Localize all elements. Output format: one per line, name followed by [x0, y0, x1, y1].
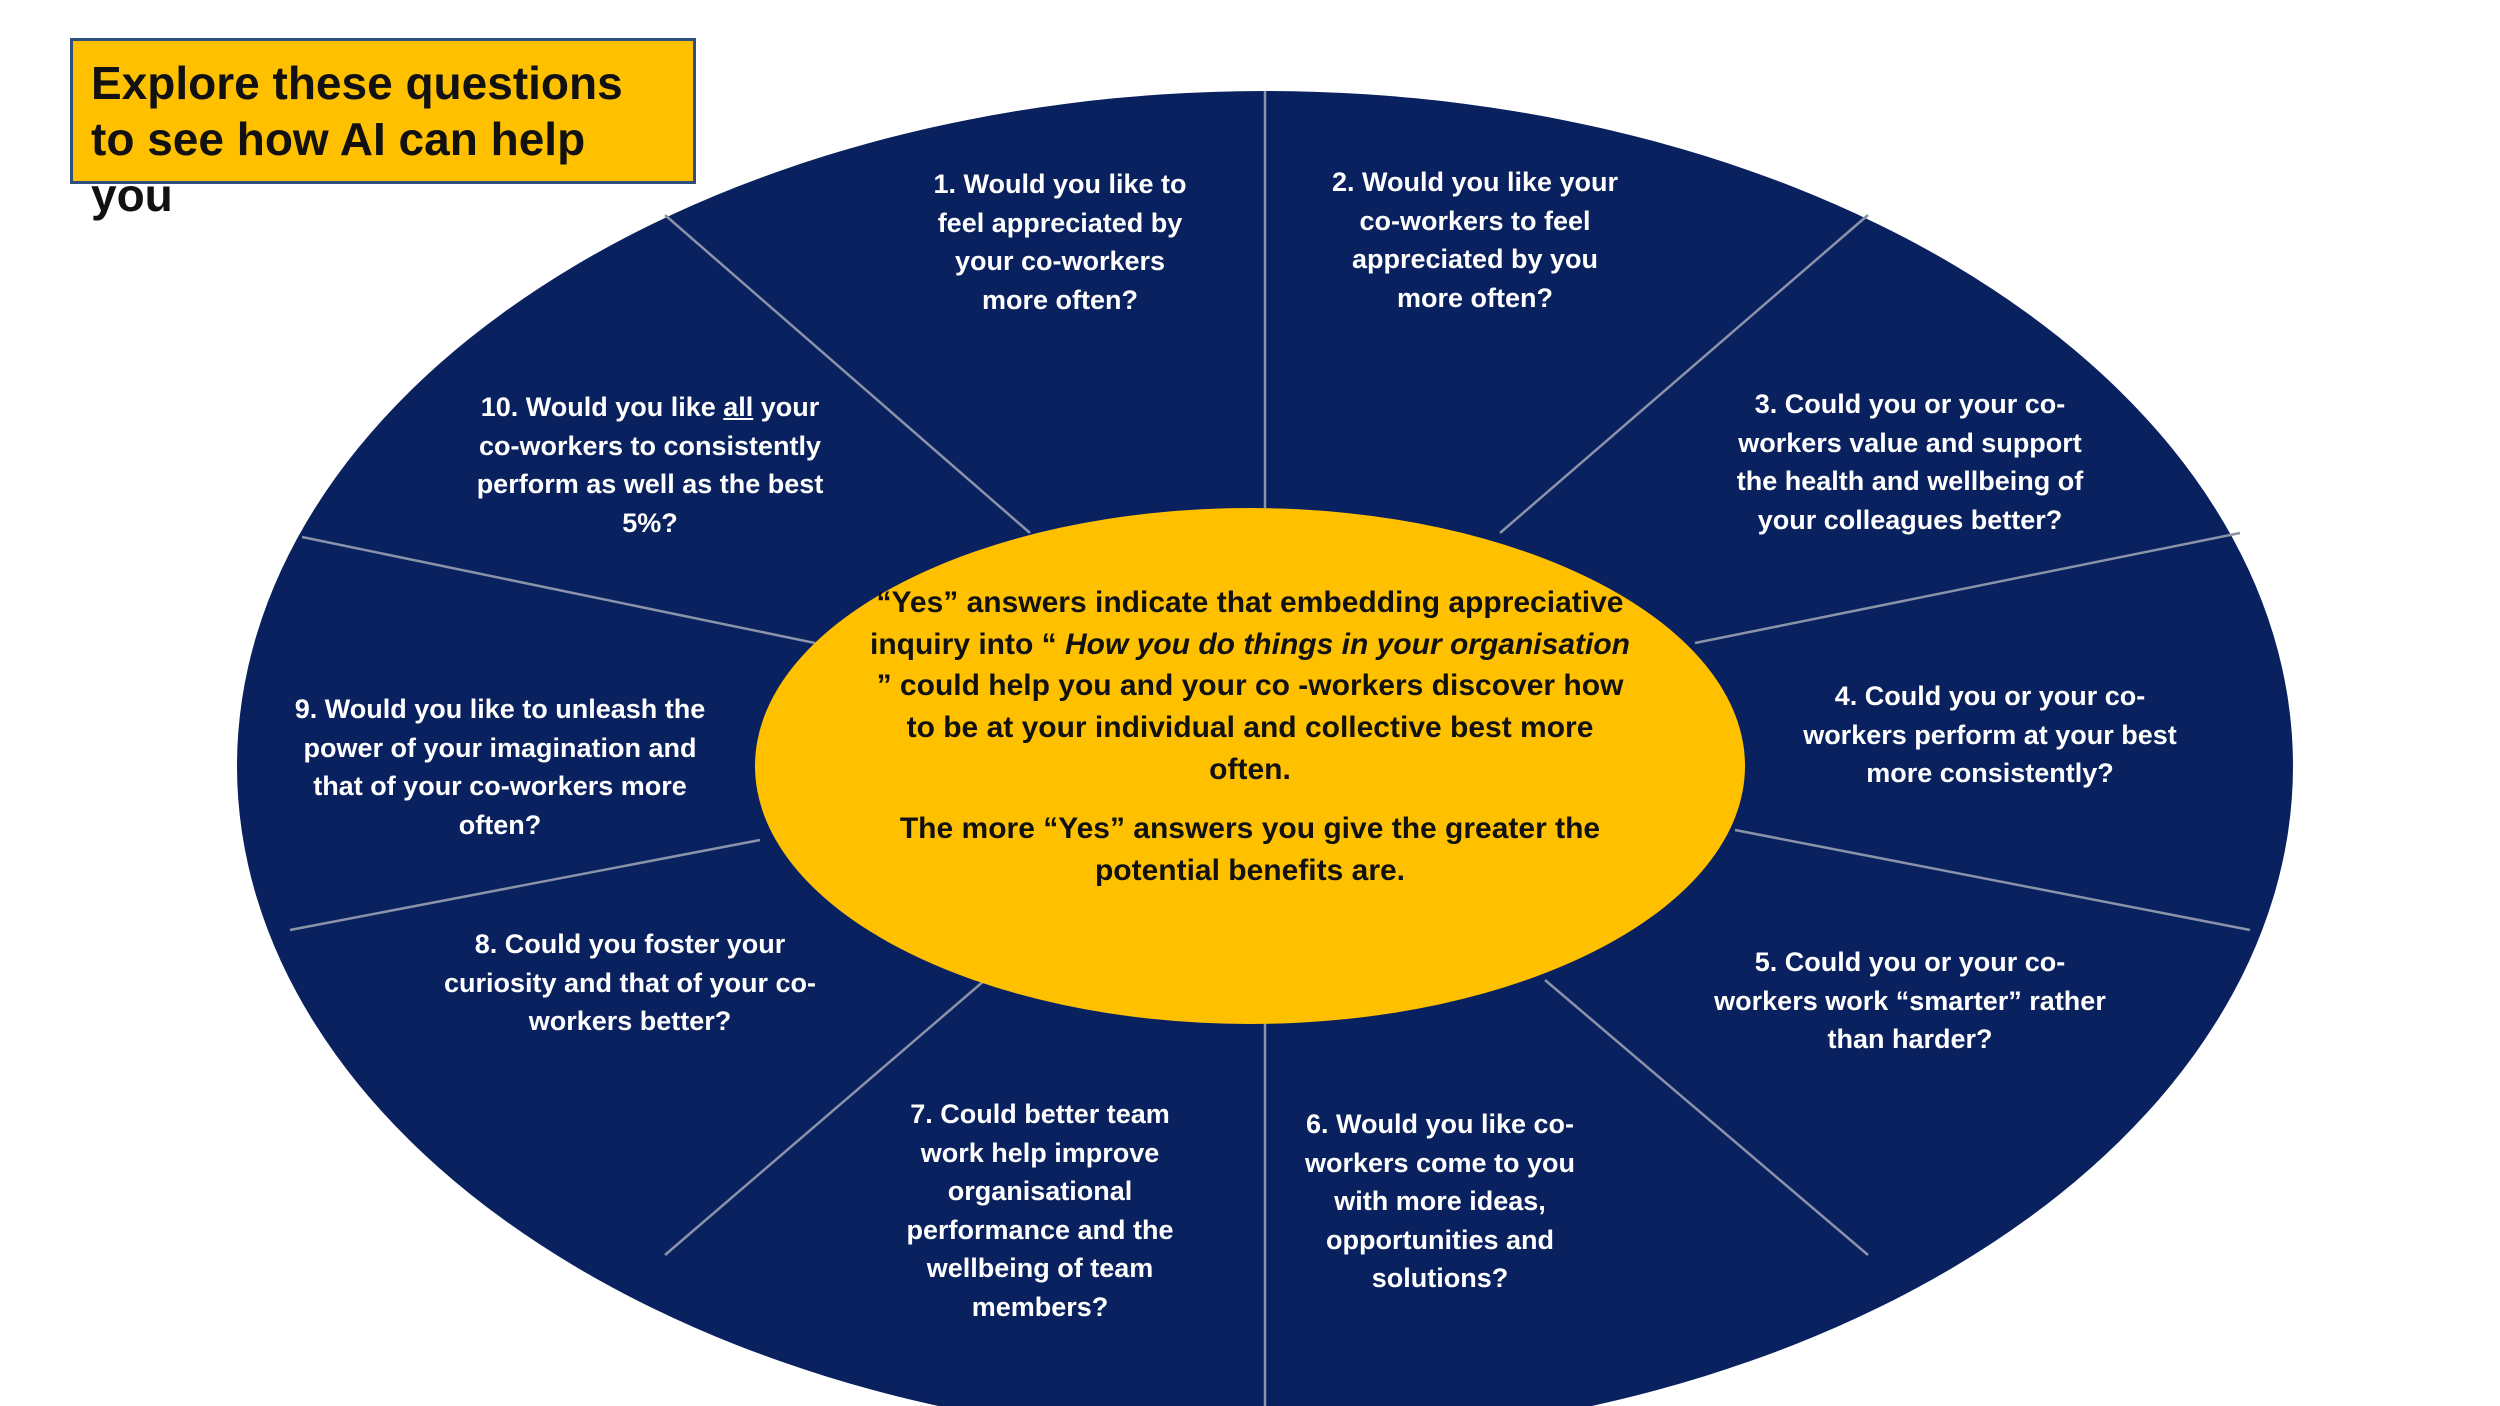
question-10-part-2: your co-workers to consistently perform … — [476, 392, 824, 538]
divider-line — [1499, 214, 1869, 534]
question-10-part-1: 10. Would you like — [480, 392, 724, 422]
divider-line — [664, 979, 986, 1256]
center-text-a: “Yes” answers indicate that embedding ap… — [870, 586, 1624, 661]
question-3: 3. Could you or your co- workers value a… — [1736, 389, 2084, 535]
question-4: 4. Could you or your co- workers perform… — [1803, 681, 2177, 789]
divider-line — [289, 838, 761, 932]
question-8: 8. Could you foster your curiosity and t… — [443, 929, 817, 1037]
divider-line — [664, 214, 1031, 534]
center-text-italic: How you do things in your organisation — [1065, 627, 1630, 661]
center-text-b: ” could help you and your co -workers di… — [876, 669, 1624, 786]
divider-line — [301, 535, 816, 645]
center-message: “Yes” answers indicate that embedding ap… — [870, 582, 1630, 892]
center-paragraph-2: The more “Yes” answers you give the grea… — [899, 812, 1601, 888]
divider-line — [1734, 828, 2251, 932]
divider-line — [1694, 531, 2241, 645]
divider-line — [1544, 979, 1869, 1256]
question-1: 1. Would you like to feel appreciated by… — [933, 169, 1187, 315]
question-9: 9. Would you like to unleash the power o… — [294, 694, 706, 840]
title-box: Explore these questions to see how AI ca… — [70, 38, 696, 221]
center-ellipse — [755, 508, 1745, 1024]
question-10: 10. Would you like all your co-workers t… — [440, 388, 860, 542]
question-7: 7. Could better team work help improve o… — [906, 1099, 1174, 1323]
title-text: Explore these questions to see how AI ca… — [91, 57, 623, 222]
question-2: 2. Would you like your co-workers to fee… — [1331, 167, 1619, 313]
center-paragraph-1: “Yes” answers indicate that embedding ap… — [870, 582, 1630, 790]
question-5: 5. Could you or your co- workers work “s… — [1714, 947, 2106, 1055]
divider-lines — [289, 91, 2251, 1406]
question-6: 6. Would you like co- workers come to yo… — [1304, 1109, 1576, 1294]
question-10-emphasis: all — [723, 392, 754, 422]
